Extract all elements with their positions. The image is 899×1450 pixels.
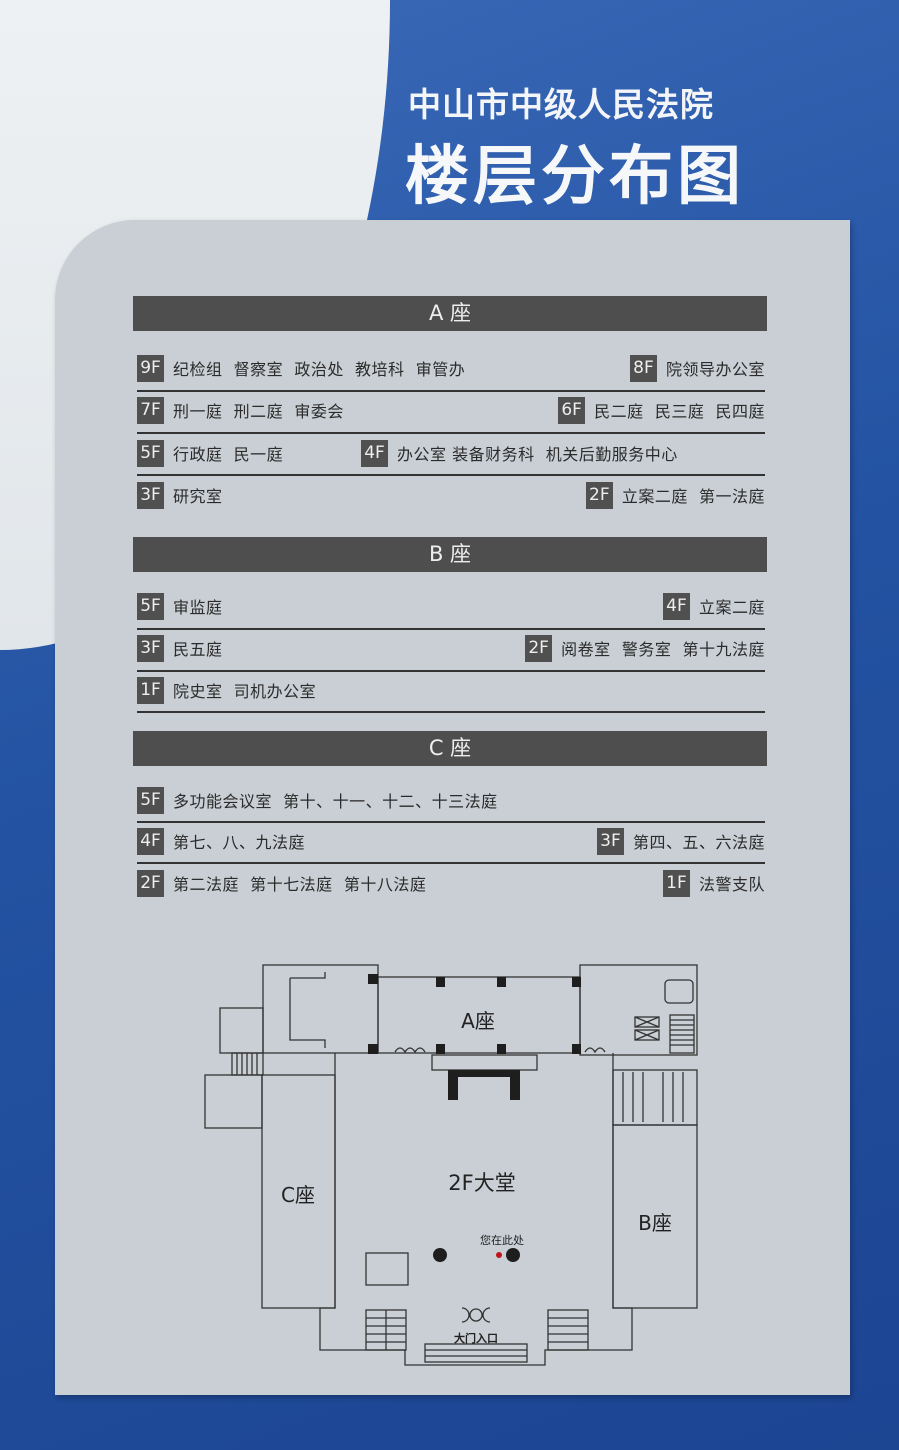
floor-row: 5F 行政庭 民一庭 4F 办公室 装备财务科 机关后勤服务中心	[137, 438, 765, 468]
floor-plan: A座 2F大堂 C座 B座 您在此处 大门入口	[204, 964, 698, 1366]
floor-badge: 5F	[137, 592, 164, 620]
pillar	[506, 1248, 520, 1262]
divider	[137, 711, 765, 713]
floor-row: 4F 第七、八、九法庭 3F 第四、五、六法庭	[137, 826, 765, 856]
divider	[137, 432, 765, 434]
room-list: 阅卷室 警务室 第十九法庭	[561, 640, 765, 659]
floor-badge: 8F	[629, 354, 657, 382]
room-list: 院史室 司机办公室	[173, 682, 317, 701]
floor-row: 2F 第二法庭 第十七法庭 第十八法庭 1F 法警支队	[137, 868, 765, 898]
room-list: 立案二庭 第一法庭	[621, 487, 765, 506]
floor-entry: 4F 办公室 装备财务科 机关后勤服务中心	[361, 438, 678, 468]
floor-badge: 7F	[137, 396, 164, 424]
floor-badge: 3F	[137, 634, 164, 662]
plan-label-b: B座	[638, 1211, 672, 1235]
floor-entry: 6F 民二庭 民三庭 民四庭	[558, 395, 765, 425]
you-are-here-marker	[496, 1252, 502, 1258]
floor-entry: 1F 院史室 司机办公室	[137, 675, 316, 705]
plan-label-lobby: 2F大堂	[448, 1171, 515, 1195]
room-list: 民五庭	[173, 640, 223, 659]
directory-panel	[55, 220, 850, 1395]
divider	[137, 670, 765, 672]
room-list: 第二法庭 第十七法庭 第十八法庭	[173, 875, 427, 894]
room-list: 民二庭 民三庭 民四庭	[594, 402, 765, 421]
room-list: 立案二庭	[698, 598, 765, 617]
floor-entry: 2F 立案二庭 第一法庭	[585, 480, 765, 510]
room-list: 院领导办公室	[665, 360, 765, 379]
court-name: 中山市中级人民法院	[408, 85, 714, 124]
floor-entry: 1F 法警支队	[662, 868, 765, 898]
floor-badge: 6F	[558, 396, 586, 424]
pillar	[433, 1248, 447, 1262]
floor-row: 9F 纪检组 督察室 政治处 教培科 审管办 8F 院领导办公室	[137, 353, 765, 383]
section-header: C 座	[133, 731, 767, 766]
floor-badge: 2F	[525, 634, 553, 662]
room-list: 纪检组 督察室 政治处 教培科 审管办	[173, 360, 466, 379]
room-list: 审监庭	[173, 598, 223, 617]
room-list: 第七、八、九法庭	[173, 833, 306, 852]
divider	[137, 862, 765, 864]
floor-entry: 4F 立案二庭	[662, 591, 765, 621]
plan-label-c: C座	[281, 1183, 315, 1207]
floor-badge: 3F	[137, 481, 164, 509]
floor-row: 5F 审监庭 4F 立案二庭	[137, 591, 765, 621]
floor-badge: 5F	[137, 786, 164, 814]
floor-entry: 7F 刑一庭 刑二庭 审委会	[137, 395, 344, 425]
floor-badge: 2F	[585, 481, 613, 509]
floor-entry: 8F 院领导办公室	[629, 353, 765, 383]
entrance-label: 大门入口	[454, 1331, 498, 1345]
floor-badge: 9F	[137, 354, 164, 382]
floor-entry: 2F 阅卷室 警务室 第十九法庭	[525, 633, 765, 663]
divider	[137, 390, 765, 392]
room-list: 办公室 装备财务科 机关后勤服务中心	[397, 445, 678, 464]
floor-badge: 1F	[662, 869, 690, 897]
floor-badge: 2F	[137, 869, 164, 897]
you-are-here-label: 您在此处	[480, 1234, 524, 1247]
floor-badge: 1F	[137, 676, 164, 704]
divider	[137, 821, 765, 823]
floor-badge: 3F	[596, 827, 624, 855]
floor-entry: 9F 纪检组 督察室 政治处 教培科 审管办	[137, 353, 465, 383]
sign-title: 楼层分布图	[405, 140, 745, 214]
room-list: 行政庭 民一庭	[173, 445, 284, 464]
floor-entry: 3F 民五庭	[137, 633, 223, 663]
room-list: 多功能会议室 第十、十一、十二、十三法庭	[173, 792, 498, 811]
floor-badge: 4F	[137, 827, 164, 855]
floor-entry: 2F 第二法庭 第十七法庭 第十八法庭	[137, 868, 426, 898]
floor-row: 3F 研究室 2F 立案二庭 第一法庭	[137, 480, 765, 510]
floor-entry: 5F 多功能会议室 第十、十一、十二、十三法庭	[137, 785, 498, 815]
floor-badge: 4F	[361, 439, 388, 467]
room-list: 法警支队	[698, 875, 765, 894]
floor-entry: 3F 第四、五、六法庭	[596, 826, 765, 856]
room-list: 研究室	[173, 487, 223, 506]
divider	[137, 474, 765, 476]
floor-entry: 4F 第七、八、九法庭	[137, 826, 305, 856]
divider	[137, 628, 765, 630]
floor-badge: 4F	[662, 592, 690, 620]
plan-label-a: A座	[461, 1009, 495, 1033]
section-header: B 座	[133, 537, 767, 572]
floor-row: 1F 院史室 司机办公室	[137, 675, 765, 705]
floor-row: 3F 民五庭 2F 阅卷室 警务室 第十九法庭	[137, 633, 765, 663]
floor-entry: 5F 审监庭	[137, 591, 223, 621]
floor-entry: 5F 行政庭 民一庭	[137, 438, 283, 468]
floor-entry: 3F 研究室	[137, 480, 223, 510]
floor-row: 5F 多功能会议室 第十、十一、十二、十三法庭	[137, 785, 765, 815]
section-header: A 座	[133, 296, 767, 331]
floor-badge: 5F	[137, 439, 164, 467]
room-list: 刑一庭 刑二庭 审委会	[173, 402, 344, 421]
room-list: 第四、五、六法庭	[632, 833, 765, 852]
floor-row: 7F 刑一庭 刑二庭 审委会 6F 民二庭 民三庭 民四庭	[137, 395, 765, 425]
